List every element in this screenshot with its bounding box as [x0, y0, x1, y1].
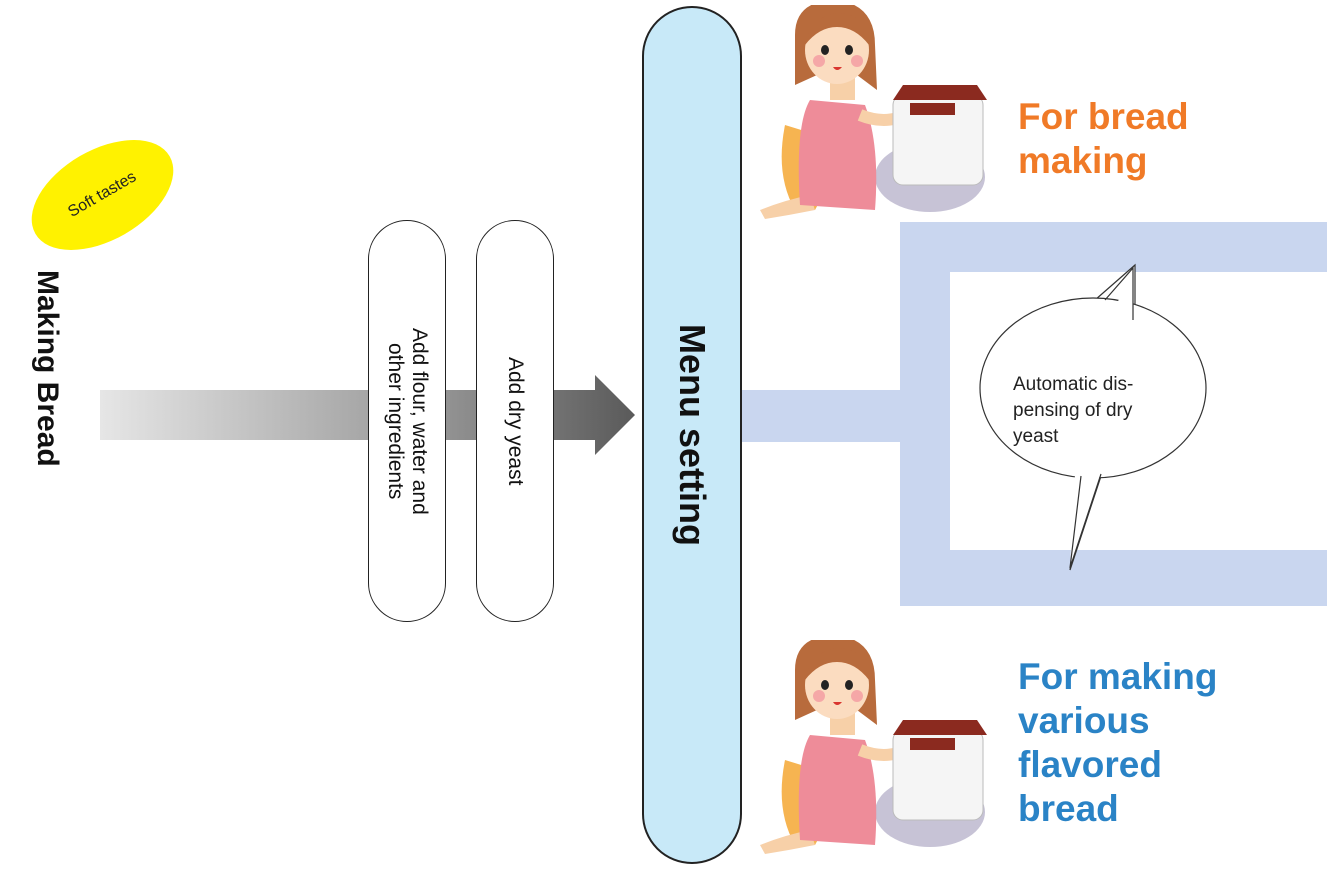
heading-top-line1: For bread	[1018, 96, 1189, 137]
badge-label: Soft tastes	[65, 168, 140, 221]
heading-bottom-line2: various	[1018, 700, 1150, 741]
step-add-flour: Add flour, water and other ingredients	[368, 220, 446, 622]
bubble-line1: Automatic dis-	[1013, 374, 1134, 395]
bread-making-heading: For bread making	[1018, 95, 1189, 183]
step1-line2: other ingredients	[384, 342, 407, 500]
bubble-line3: yeast	[1013, 426, 1059, 447]
step2-label: Add dry yeast	[504, 356, 527, 486]
menu-setting-label: Menu setting	[672, 324, 713, 546]
step-add-yeast: Add dry yeast	[476, 220, 554, 622]
soft-tastes-badge: Soft tastes	[12, 117, 193, 273]
menu-setting-bar: Menu setting	[642, 6, 742, 864]
speech-bubble	[979, 263, 1207, 571]
heading-bottom-line4: bread	[1018, 788, 1119, 829]
woman-with-bread-machine-illustration-2	[760, 640, 987, 854]
step1-line1: Add flour, water and	[408, 327, 431, 515]
woman-with-bread-machine-illustration	[760, 5, 987, 219]
making-bread-title: Making Bread	[31, 270, 64, 467]
bubble-text: Automatic dis- pensing of dry yeast	[1013, 372, 1188, 450]
heading-top-line2: making	[1018, 140, 1148, 181]
heading-bottom-line3: flavored	[1018, 744, 1162, 785]
flavored-bread-heading: For making various flavored bread	[1018, 655, 1217, 831]
heading-bottom-line1: For making	[1018, 656, 1218, 697]
bubble-line2: pensing of dry	[1013, 400, 1133, 421]
connector-frame	[742, 222, 1327, 606]
